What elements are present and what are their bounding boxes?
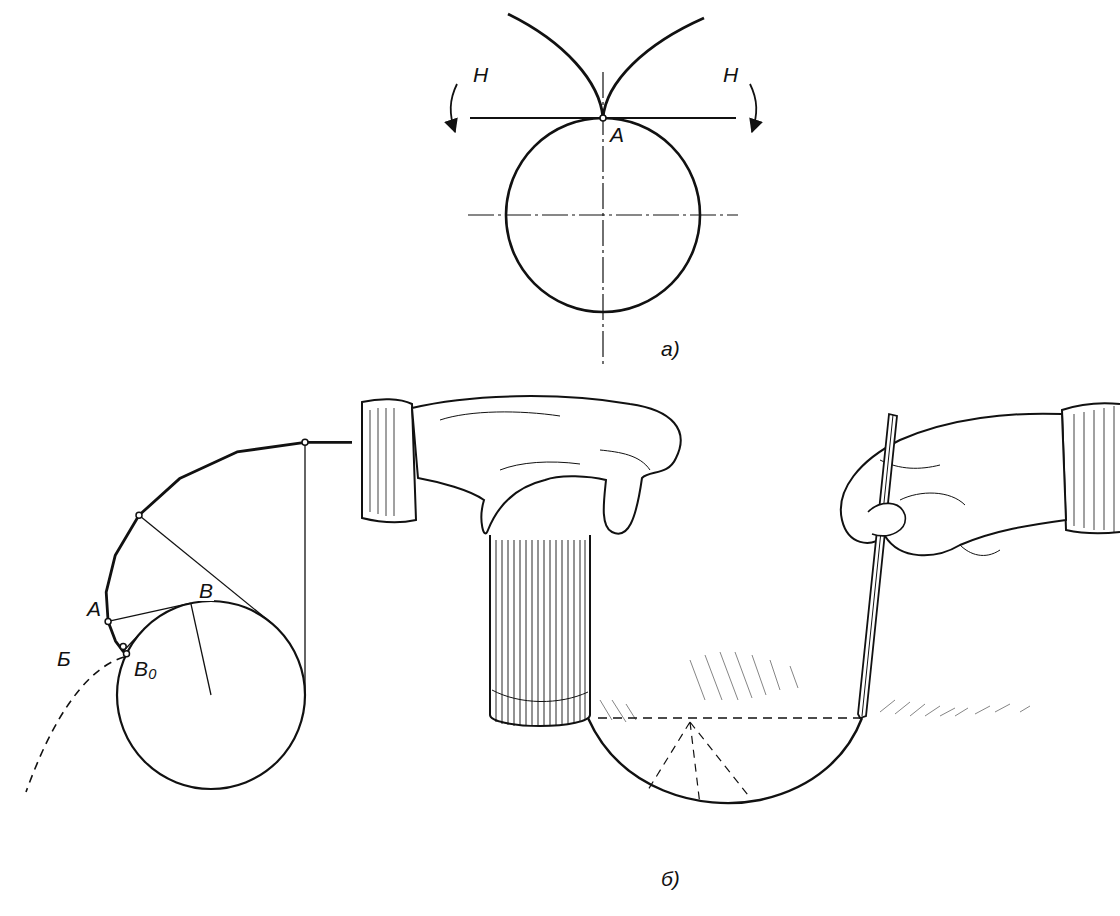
- point-label: Н: [722, 64, 739, 85]
- involute-curve: [508, 14, 603, 118]
- rotation-arrow: [451, 84, 457, 132]
- tangent-line: [139, 515, 270, 622]
- sleeve-hatching: [1074, 406, 1114, 532]
- tangent-line: [108, 603, 191, 621]
- hand-detail: [440, 412, 650, 470]
- pencil-edge: [862, 415, 893, 716]
- right-hand: [841, 414, 1066, 556]
- point-dot: [136, 512, 142, 518]
- dashed-curve: [26, 657, 124, 792]
- thumb: [868, 503, 905, 535]
- point-dot: [600, 115, 606, 121]
- drawing-stroke: [690, 652, 798, 700]
- point-dot: [124, 651, 130, 657]
- point-dot: [120, 644, 126, 650]
- thread-line: [598, 717, 862, 719]
- tangent-line: [304, 442, 305, 695]
- axis-line: [468, 214, 738, 215]
- sleeve: [1062, 403, 1120, 533]
- pencil: [858, 414, 897, 718]
- left-hand: [412, 396, 681, 534]
- point-label: В: [198, 580, 214, 601]
- point-label: б): [660, 868, 681, 889]
- base-circle: [506, 118, 700, 312]
- sleeve: [362, 399, 416, 522]
- point-label: Б: [56, 648, 72, 669]
- shadow-hatching: [600, 652, 1030, 722]
- point-label: В₀: [133, 658, 158, 679]
- drawn-involute: [588, 718, 862, 803]
- thread-coil: [492, 690, 588, 702]
- rotation-arrow: [750, 84, 756, 132]
- involute-curve: [603, 18, 704, 118]
- cylinder: [490, 535, 590, 726]
- point-dot: [105, 618, 111, 624]
- base-circle: [117, 601, 305, 789]
- radius-line: [191, 603, 211, 695]
- involute-curve: [106, 442, 305, 654]
- figure-b-construction: [26, 439, 352, 792]
- thread-line: [305, 441, 352, 444]
- drawing-stroke: [880, 700, 1030, 716]
- figure-b-picture: [362, 396, 1120, 805]
- figure-a: [451, 14, 757, 368]
- point-dot: [302, 439, 308, 445]
- point-label: а): [660, 338, 681, 359]
- sleeve-hatching: [370, 408, 394, 516]
- point-label: А: [609, 124, 625, 145]
- dashed-radius: [648, 722, 748, 805]
- point-label: А: [86, 598, 102, 619]
- point-label: Н: [472, 64, 489, 85]
